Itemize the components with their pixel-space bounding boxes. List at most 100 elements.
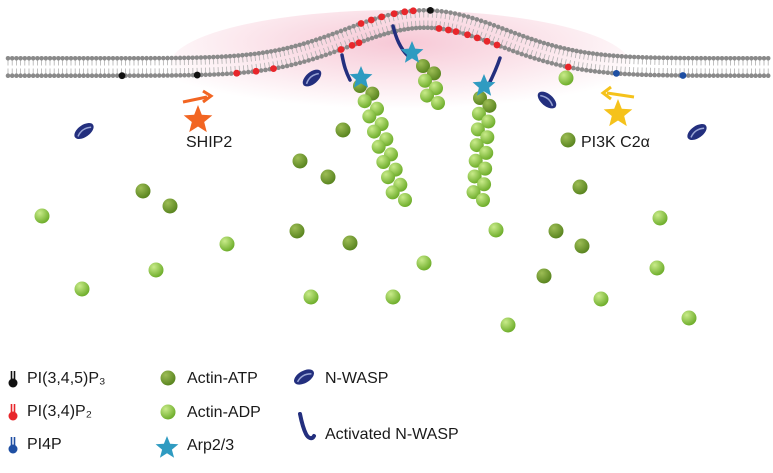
actin-atp-monomer	[289, 223, 305, 239]
filament-actin-subunit	[479, 145, 494, 160]
lipid-head	[409, 26, 415, 31]
lipid-head	[478, 18, 484, 24]
pip3-head	[193, 71, 201, 79]
lipid-head	[85, 73, 91, 78]
lipid-tail	[297, 55, 300, 61]
lipid-head	[89, 73, 95, 78]
lipid-head	[106, 55, 112, 61]
lipid-head	[584, 67, 589, 73]
lipid-head	[241, 70, 247, 75]
lipid-head	[465, 14, 471, 20]
lipid-head	[461, 13, 467, 18]
lipid-head	[732, 55, 737, 61]
lipid-tail	[369, 31, 372, 37]
lipid-tail	[586, 63, 588, 69]
lipid-head	[77, 55, 82, 61]
lipid-head	[483, 19, 488, 25]
lipid-tail	[280, 59, 283, 65]
lipid-head	[245, 69, 251, 75]
lipid-head	[448, 10, 453, 15]
lipid-tail	[258, 55, 261, 61]
lipid-head	[342, 27, 348, 32]
lipid-head	[532, 56, 537, 61]
lipid-tail	[287, 50, 290, 56]
lipid-head	[14, 55, 19, 61]
lipid-head	[761, 73, 767, 78]
filament-actin-subunit	[376, 155, 391, 169]
lipid-tail	[461, 17, 464, 23]
filament-actin-subunit	[467, 169, 482, 184]
lipid-tail	[320, 40, 323, 46]
filament-actin-subunit	[466, 185, 481, 200]
lipid-head	[152, 73, 158, 78]
lipid-head	[639, 72, 645, 78]
lipid-head	[615, 53, 620, 59]
lipid-tail	[451, 23, 454, 29]
lipid-tail	[335, 43, 339, 49]
lipid-head	[516, 32, 522, 37]
lipid-tail	[507, 33, 511, 39]
lipid-tail	[247, 64, 249, 70]
legend: PI(3,4,5)P₃ PI(3,4)P₂ PI4P Actin-ATP	[8, 369, 459, 458]
actin-filaments	[353, 59, 497, 207]
lipid-head	[305, 40, 311, 45]
pi34p2-head	[564, 63, 572, 71]
lipid-tail	[530, 49, 533, 55]
actin-adp-monomer	[488, 222, 504, 238]
lipid-head	[553, 44, 559, 49]
lipid-head	[169, 55, 175, 61]
lipid-head	[557, 45, 563, 50]
lipid-tail	[358, 26, 361, 32]
lipid-head	[590, 51, 596, 56]
nwasp-inactive-icon	[74, 123, 94, 139]
lipid-head	[9, 55, 15, 61]
lipid-head	[491, 23, 497, 28]
lipid-tail	[268, 62, 270, 68]
lipid-head	[656, 55, 662, 61]
lipid-head	[211, 54, 216, 60]
lipid-head	[224, 71, 230, 77]
activated-nwasp-strand	[340, 53, 352, 82]
lipid-head	[51, 55, 57, 61]
lipid-head	[351, 23, 356, 29]
lipid-tail	[386, 26, 389, 32]
free-actin-monomers	[34, 70, 697, 333]
legend-pip3: PI(3,4,5)P₃	[8, 370, 106, 388]
lipid-head	[728, 73, 733, 78]
lipid-head	[545, 59, 550, 65]
lipid-head	[361, 38, 367, 44]
lipid-head	[110, 73, 116, 78]
lipid-head	[740, 73, 746, 78]
legend-pi4p: PI4P	[8, 436, 62, 454]
lipid-head	[68, 73, 74, 78]
lipid-head	[327, 51, 333, 56]
lipid-head	[385, 12, 391, 18]
lipid-tail	[401, 14, 403, 20]
lipid-head	[626, 71, 632, 77]
filament-actin-subunit	[469, 138, 484, 153]
pi34p2-head	[355, 39, 363, 47]
lipid-head	[227, 53, 233, 59]
lipid-head	[289, 62, 294, 68]
lipid-head	[636, 54, 641, 60]
actin-atp-monomer	[135, 183, 151, 199]
lipid-head	[319, 54, 324, 59]
lipid-head	[98, 55, 103, 61]
lipid-head	[571, 65, 576, 71]
lipid-tail	[564, 59, 567, 65]
lipid-tail	[474, 21, 477, 27]
lipid-tail	[491, 27, 494, 33]
lipid-tail	[471, 29, 475, 35]
lipid-head	[373, 34, 379, 40]
lipid-tail	[275, 52, 277, 58]
lipid-head	[81, 55, 86, 61]
legend-arp23-label: Arp2/3	[187, 437, 234, 454]
lipid-tail	[440, 13, 442, 19]
legend-actin-atp: Actin-ATP	[160, 370, 258, 387]
lipid-tail	[480, 31, 483, 37]
lipid-tail	[541, 44, 544, 51]
lipid-head	[276, 65, 281, 71]
lipid-head	[397, 27, 403, 33]
lipid-head	[673, 73, 679, 78]
